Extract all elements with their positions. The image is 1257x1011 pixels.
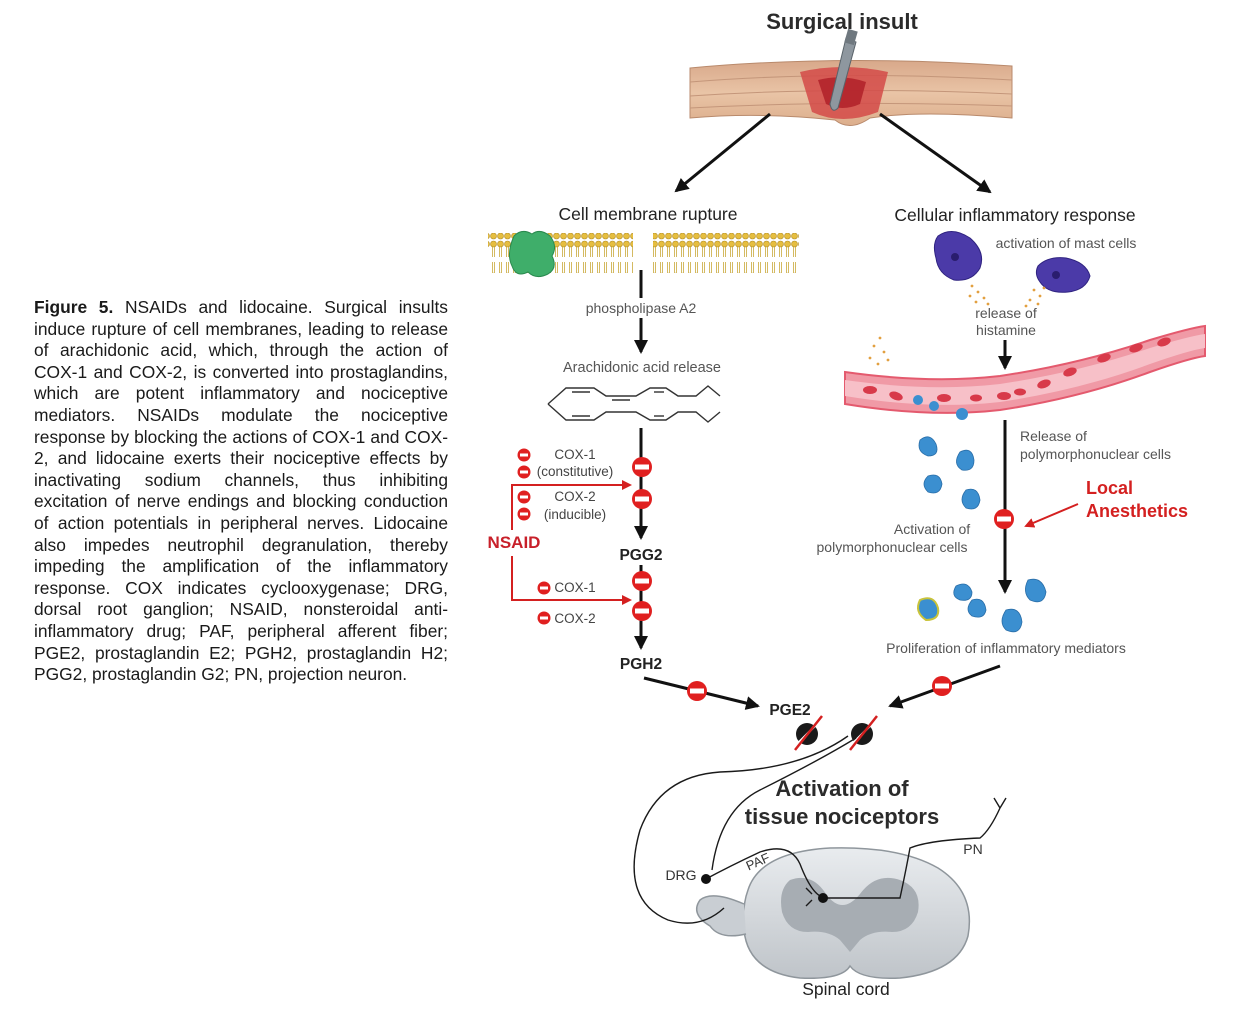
activation-nociceptors-label-2: tissue nociceptors bbox=[745, 804, 939, 829]
drg-neuron-icon bbox=[701, 874, 711, 884]
cellular-inflammatory-response-label: Cellular inflammatory response bbox=[894, 205, 1135, 225]
nsaid-lidocaine-diagram: Surgical insult Cell membrane rupture ph… bbox=[488, 9, 1206, 999]
cox2-text: COX-2 bbox=[554, 489, 595, 504]
local-anesthetics-label-2: Anesthetics bbox=[1086, 501, 1188, 521]
histamine-label: histamine bbox=[976, 322, 1036, 338]
inhibitor-cox2-lower bbox=[632, 601, 652, 621]
spinal-cord-illustration bbox=[695, 847, 971, 979]
local-anesthetics-label-1: Local bbox=[1086, 478, 1133, 498]
figure-caption: Figure 5. NSAIDs and lidocaine. Surgical… bbox=[34, 297, 448, 686]
proliferation-label: Proliferation of inflammatory mediators bbox=[886, 640, 1126, 656]
pmn-cells-lower bbox=[917, 578, 1047, 633]
mast-cells-illustration bbox=[868, 231, 1091, 366]
cell-membrane-rupture-label: Cell membrane rupture bbox=[559, 204, 738, 224]
membrane-channel-icon bbox=[508, 230, 556, 278]
nsaid-label: NSAID bbox=[488, 533, 541, 552]
pgh2-label: PGH2 bbox=[620, 656, 662, 673]
cox1-lower-label: COX-1 bbox=[537, 580, 596, 595]
scalpel-icon bbox=[829, 37, 857, 111]
cox2-lower-text: COX-2 bbox=[554, 611, 595, 626]
arrow-to-membrane bbox=[674, 112, 771, 193]
inhibitor-cox1-lower bbox=[632, 571, 652, 591]
release-of-pmn-label-1: Release of bbox=[1020, 428, 1087, 444]
pn-label: PN bbox=[963, 841, 982, 857]
mast-cell-icon bbox=[1035, 257, 1091, 293]
release-of-pmn-label-2: polymorphonuclear cells bbox=[1020, 446, 1171, 462]
constitutive-text: (constitutive) bbox=[537, 464, 614, 479]
phospholipase-a2-label: phospholipase A2 bbox=[586, 300, 697, 316]
caption-label: Figure 5. bbox=[34, 297, 114, 317]
spinal-cord-label: Spinal cord bbox=[802, 979, 890, 999]
pgg2-label: PGG2 bbox=[619, 547, 662, 564]
inhibitor-cox1-upper bbox=[632, 457, 652, 477]
activation-pmn-label-1: Activation of bbox=[894, 521, 970, 537]
arachidonic-acid-molecule bbox=[547, 385, 721, 423]
inhibitor-mediators bbox=[932, 676, 952, 696]
activation-mast-cells-label: activation of mast cells bbox=[996, 235, 1137, 251]
skin-incision-illustration bbox=[689, 28, 1013, 126]
arachidonic-acid-release-label: Arachidonic acid release bbox=[563, 360, 721, 376]
projection-neuron-icon bbox=[818, 893, 828, 903]
inhibitor-cox2-upper bbox=[632, 489, 652, 509]
local-anesthetics-arrow bbox=[1024, 503, 1079, 528]
cox1-lower-text: COX-1 bbox=[554, 580, 595, 595]
nsaid-inhibition-lines bbox=[511, 480, 632, 605]
inducible-text: (inducible) bbox=[544, 507, 606, 522]
cox2-lower-label: COX-2 bbox=[537, 611, 596, 626]
cox1-text: COX-1 bbox=[554, 447, 595, 462]
blood-vessel-illustration bbox=[844, 324, 1206, 420]
inhibitor-local-anesthetics bbox=[994, 509, 1014, 529]
arrow-to-inflammatory bbox=[879, 112, 992, 194]
caption-text: NSAIDs and lidocaine. Surgical insults i… bbox=[34, 297, 448, 685]
cox2-inducible-label: COX-2 (inducible) bbox=[517, 489, 606, 522]
release-of-label: release of bbox=[975, 305, 1037, 321]
activation-pmn-label-2: polymorphonuclear cells bbox=[817, 539, 968, 555]
neuron-pathways bbox=[633, 735, 1007, 924]
cox1-constitutive-label: COX-1 (constitutive) bbox=[517, 447, 614, 479]
nociceptor-receptors bbox=[794, 715, 878, 751]
pmn-cells-upper bbox=[918, 436, 981, 510]
ruptured-membrane-illustration bbox=[488, 230, 799, 278]
pge2-label: PGE2 bbox=[769, 702, 810, 719]
surgical-insult-title: Surgical insult bbox=[766, 9, 918, 34]
drg-label: DRG bbox=[665, 867, 696, 883]
activation-nociceptors-label-1: Activation of bbox=[775, 776, 909, 801]
inhibitor-pgh2-pge2 bbox=[687, 681, 707, 701]
